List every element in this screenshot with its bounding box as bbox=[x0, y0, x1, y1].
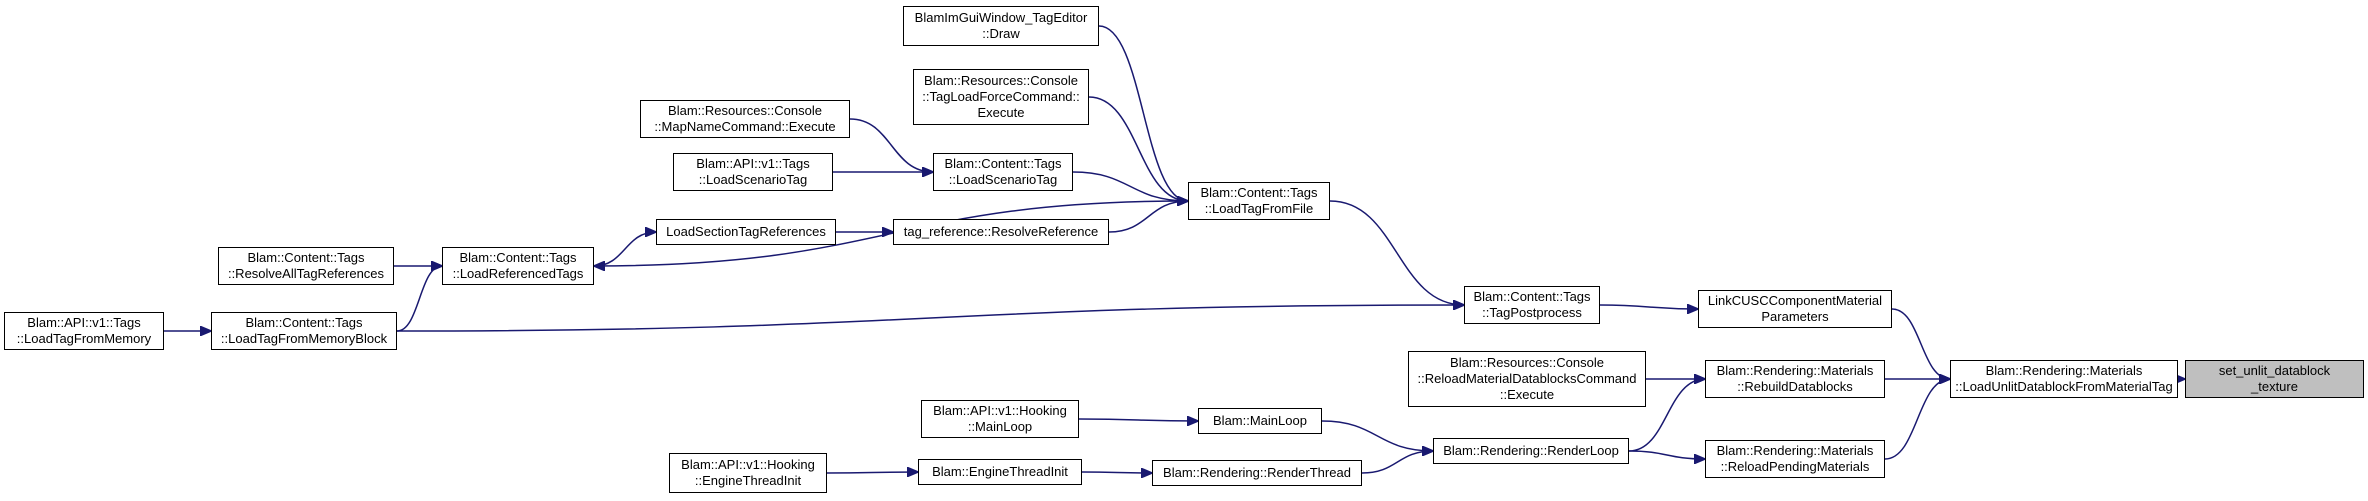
node-label-line: ::EngineThreadInit bbox=[694, 473, 802, 488]
graph-node-n22[interactable]: Blam::Rendering::Materials::ReloadPendin… bbox=[1705, 440, 1885, 478]
graph-node-n11[interactable]: Blam::API::v1::Tags::LoadTagFromMemory bbox=[4, 312, 164, 350]
node-label-line: Blam::Rendering::RenderLoop bbox=[1443, 443, 1619, 458]
graph-node-n16[interactable]: Blam::Rendering::Materials::RebuildDatab… bbox=[1705, 360, 1885, 398]
node-label-line: tag_reference::ResolveReference bbox=[903, 224, 1099, 239]
graph-node-n20[interactable]: Blam::MainLoop bbox=[1198, 408, 1322, 434]
graph-edge bbox=[1884, 379, 1950, 460]
node-label-line: LoadSectionTagReferences bbox=[666, 224, 826, 239]
node-label-line: Blam::API::v1::Tags bbox=[696, 156, 810, 171]
node-label-line: Blam::Content::Tags bbox=[944, 156, 1062, 171]
graph-edge bbox=[396, 266, 442, 332]
graph-edge bbox=[1329, 200, 1464, 305]
graph-edge bbox=[1891, 308, 1950, 379]
node-label-line: Execute bbox=[977, 105, 1025, 120]
node-label-line: Blam::Content::Tags bbox=[247, 250, 365, 265]
graph-node-n5[interactable]: Blam::Content::Tags::LoadScenarioTag bbox=[933, 153, 1073, 191]
node-label-line: ::RebuildDatablocks bbox=[1737, 379, 1853, 394]
node-label-line: Blam::MainLoop bbox=[1213, 413, 1307, 428]
graph-edge bbox=[1361, 451, 1433, 474]
node-label-line: ::LoadScenarioTag bbox=[948, 172, 1058, 187]
graph-node-n25[interactable]: Blam::Rendering::RenderThread bbox=[1152, 460, 1362, 486]
graph-edge bbox=[1081, 472, 1152, 473]
node-label-line: BlamImGuiWindow_TagEditor bbox=[914, 10, 1088, 25]
node-label-line: Blam::EngineThreadInit bbox=[932, 464, 1068, 479]
node-label-line: Blam::Content::Tags bbox=[1473, 289, 1591, 304]
edge-layer bbox=[164, 25, 2185, 474]
graph-edge bbox=[1628, 450, 1705, 459]
node-label-line: Blam::API::v1::Hooking bbox=[681, 457, 815, 472]
graph-edge bbox=[396, 305, 1464, 332]
node-label-line: Blam::Rendering::RenderThread bbox=[1163, 465, 1351, 480]
node-label-line: Blam::Content::Tags bbox=[459, 250, 577, 265]
node-label-line: set_unlit_datablock bbox=[2218, 363, 2331, 378]
node-label-line: LinkCUSCComponentMaterial bbox=[1707, 293, 1883, 308]
graph-edge bbox=[1628, 379, 1705, 452]
graph-edge bbox=[594, 200, 1189, 266]
graph-edge bbox=[593, 232, 656, 267]
graph-edge bbox=[1599, 305, 1698, 309]
node-label-line: Blam::Resources::Console bbox=[924, 73, 1078, 88]
node-label-line: Blam::Rendering::Materials bbox=[1985, 363, 2143, 378]
graph-node-n9[interactable]: Blam::Content::Tags::ResolveAllTagRefere… bbox=[218, 247, 394, 285]
node-label-line: Blam::Rendering::Materials bbox=[1716, 363, 1874, 378]
graph-edge bbox=[1072, 171, 1188, 201]
node-label-line: ::LoadTagFromFile bbox=[1204, 201, 1314, 216]
graph-edge bbox=[849, 118, 933, 172]
node-label-line: ::LoadTagFromMemoryBlock bbox=[220, 331, 388, 346]
graph-edge bbox=[1108, 201, 1188, 233]
node-label-line: ::LoadUnlitDatablockFromMaterialTag bbox=[1955, 379, 2173, 394]
graph-node-n3[interactable]: Blam::Resources::Console::MapNameCommand… bbox=[640, 100, 850, 138]
node-label-line: _texture bbox=[2251, 379, 2298, 394]
graph-edge bbox=[1088, 96, 1188, 201]
node-label-line: ::LoadScenarioTag bbox=[698, 172, 808, 187]
graph-node-n6[interactable]: Blam::Content::Tags::LoadTagFromFile bbox=[1188, 182, 1330, 220]
graph-edge bbox=[826, 472, 918, 473]
graph-node-n17[interactable]: Blam::Rendering::Materials::LoadUnlitDat… bbox=[1950, 360, 2178, 398]
node-label-line: ::ResolveAllTagReferences bbox=[227, 266, 385, 281]
node-label-line: Blam::Resources::Console bbox=[668, 103, 822, 118]
node-label-line: ::TagPostprocess bbox=[1482, 305, 1582, 320]
node-label-line: ::Draw bbox=[982, 26, 1020, 41]
graph-node-n4[interactable]: Blam::API::v1::Tags::LoadScenarioTag bbox=[673, 153, 833, 191]
node-label-line: ::LoadTagFromMemory bbox=[16, 331, 152, 346]
graph-node-n13[interactable]: Blam::Content::Tags::TagPostprocess bbox=[1464, 286, 1600, 324]
node-label-line: Blam::Content::Tags bbox=[1200, 185, 1318, 200]
node-label-line: ::LoadReferencedTags bbox=[452, 266, 584, 281]
graph-node-n1[interactable]: BlamImGuiWindow_TagEditor::Draw bbox=[903, 6, 1099, 46]
graph-node-n10[interactable]: Blam::Content::Tags::LoadReferencedTags bbox=[442, 247, 594, 285]
node-label-line: Blam::Rendering::Materials bbox=[1716, 443, 1874, 458]
graph-node-n15[interactable]: Blam::Resources::Console::ReloadMaterial… bbox=[1408, 351, 1646, 407]
node-label-line: Blam::API::v1::Hooking bbox=[933, 403, 1067, 418]
node-label-line: Blam::API::v1::Tags bbox=[27, 315, 141, 330]
graph-node-n21[interactable]: Blam::Rendering::RenderLoop bbox=[1433, 438, 1629, 464]
graph-node-n8[interactable]: tag_reference::ResolveReference bbox=[893, 219, 1109, 245]
node-label-line: Parameters bbox=[1761, 309, 1829, 324]
graph-node-n18[interactable]: set_unlit_datablock_texture bbox=[2185, 360, 2364, 398]
graph-node-n19[interactable]: Blam::API::v1::Hooking::MainLoop bbox=[921, 400, 1079, 438]
node-label-line: Blam::Resources::Console bbox=[1450, 355, 1604, 370]
node-label-line: ::TagLoadForceCommand:: bbox=[922, 89, 1080, 104]
graph-node-n2[interactable]: Blam::Resources::Console::TagLoadForceCo… bbox=[913, 69, 1089, 125]
graph-edge bbox=[1078, 419, 1198, 421]
graph-edge bbox=[1098, 25, 1188, 201]
graph-node-n12[interactable]: Blam::Content::Tags::LoadTagFromMemoryBl… bbox=[211, 312, 397, 350]
node-label-line: ::MainLoop bbox=[967, 419, 1033, 434]
graph-node-n23[interactable]: Blam::API::v1::Hooking::EngineThreadInit bbox=[669, 453, 827, 493]
node-label-line: ::Execute bbox=[1499, 387, 1555, 402]
graph-edge bbox=[1321, 420, 1433, 451]
node-label-line: ::MapNameCommand::Execute bbox=[654, 119, 836, 134]
node-label-line: ::ReloadMaterialDatablocksCommand bbox=[1417, 371, 1637, 386]
node-label-line: Blam::Content::Tags bbox=[245, 315, 363, 330]
graph-node-n7[interactable]: LoadSectionTagReferences bbox=[656, 219, 836, 245]
graph-node-n24[interactable]: Blam::EngineThreadInit bbox=[918, 459, 1082, 485]
node-label-line: ::ReloadPendingMaterials bbox=[1720, 459, 1870, 474]
